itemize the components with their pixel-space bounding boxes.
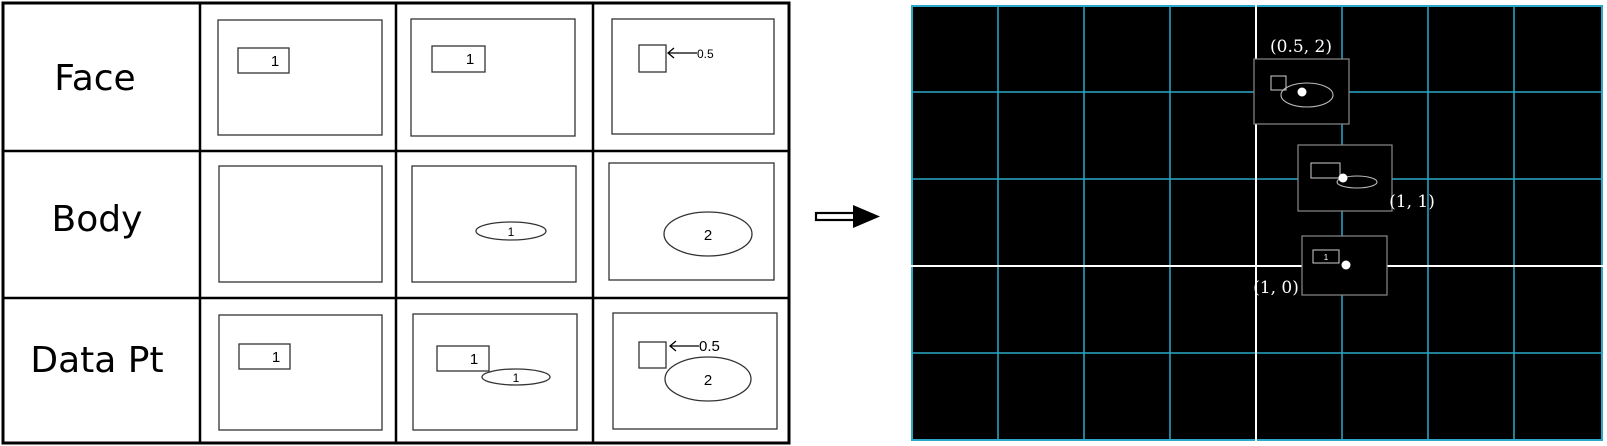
frame xyxy=(612,312,778,430)
body-ellipse xyxy=(1280,82,1334,108)
cell-data-1: 1 xyxy=(218,314,383,431)
point-dot xyxy=(1338,173,1348,183)
arrow-value: 0.5 xyxy=(699,338,720,355)
plot-point-1: (0.5, 2) xyxy=(1253,37,1350,125)
plot-point-2: (1, 1) xyxy=(1297,144,1435,212)
row-label-face: Face xyxy=(54,58,135,99)
body-score: 2 xyxy=(704,372,712,389)
cell-data-3: 0.5 2 xyxy=(612,312,778,430)
row-label-data-pt: Data Pt xyxy=(30,340,163,381)
point-dot xyxy=(1297,87,1307,97)
frame xyxy=(608,162,775,281)
row-label-body: Body xyxy=(52,199,143,240)
body-ellipse xyxy=(663,211,753,257)
frame xyxy=(218,165,383,283)
frame xyxy=(218,314,383,431)
cell-body-2: 1 xyxy=(411,165,577,283)
face-box xyxy=(1270,75,1287,91)
arrow-shaft xyxy=(814,211,858,222)
frame xyxy=(217,19,383,136)
face-box xyxy=(237,47,290,74)
body-ellipse xyxy=(475,221,547,241)
face-box xyxy=(1310,162,1341,179)
frame xyxy=(410,18,576,137)
frame xyxy=(611,18,775,135)
body-score: 2 xyxy=(704,227,712,244)
cell-data-2: 1 1 xyxy=(412,313,578,431)
cell-body-3: 2 xyxy=(608,162,775,281)
arrow-head xyxy=(853,205,880,228)
frame xyxy=(412,313,578,431)
point-label: (0.5, 2) xyxy=(1270,37,1332,57)
face-box xyxy=(431,45,486,73)
point-label: (1, 1) xyxy=(1389,192,1435,212)
frame xyxy=(411,165,577,283)
cell-face-3: 0.5 xyxy=(611,18,775,135)
body-ellipse xyxy=(1336,175,1378,189)
face-box xyxy=(1312,249,1340,264)
face-score: 1 xyxy=(1324,253,1329,262)
face-box xyxy=(638,44,667,73)
point-dot xyxy=(1341,260,1351,270)
body-ellipse xyxy=(664,356,752,402)
face-box xyxy=(238,343,291,370)
face-score: 1 xyxy=(271,53,279,70)
cell-body-1 xyxy=(218,165,383,283)
coordinate-plane: (0.5, 2) (1, 1) 1 (1, 0) xyxy=(911,5,1603,441)
point-label: (1, 0) xyxy=(1253,278,1299,298)
face-score: 1 xyxy=(470,351,478,368)
body-score: 1 xyxy=(513,371,520,385)
face-score: 1 xyxy=(272,349,280,366)
arrow-icon xyxy=(668,340,677,352)
face-box xyxy=(436,345,490,372)
cell-face-2: 1 xyxy=(410,18,576,137)
arrow-value: 0.5 xyxy=(697,47,714,61)
transform-arrow-icon xyxy=(814,205,880,228)
comparison-table: Face Body Data Pt 1 1 0.5 1 xyxy=(1,1,791,445)
arrow-icon xyxy=(666,47,675,59)
body-ellipse xyxy=(481,368,551,386)
face-box xyxy=(638,341,667,369)
body-score: 1 xyxy=(508,225,515,239)
plot-point-3: 1 (1, 0) xyxy=(1253,235,1388,298)
cell-face-1: 1 xyxy=(217,19,383,136)
face-score: 1 xyxy=(466,51,474,68)
